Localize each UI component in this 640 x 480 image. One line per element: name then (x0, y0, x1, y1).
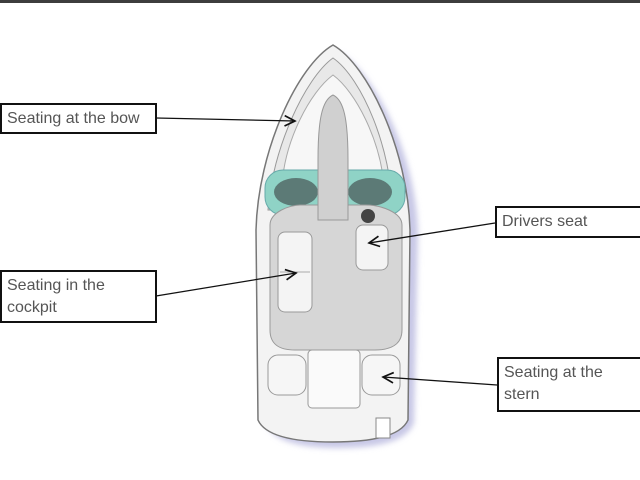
label-bow: Seating at the bow (0, 103, 157, 134)
label-drivers-seat: Drivers seat (495, 206, 640, 238)
arrow-bow (155, 118, 295, 121)
top-bar (0, 0, 640, 3)
label-cockpit: Seating in the cockpit (0, 270, 157, 323)
arrow-stern (383, 377, 498, 386)
arrows (155, 118, 498, 386)
seats (267, 224, 401, 439)
arrow-cockpit (155, 273, 296, 297)
arrow-drivers (369, 222, 496, 243)
label-stern: Seating at the stern (497, 357, 640, 412)
